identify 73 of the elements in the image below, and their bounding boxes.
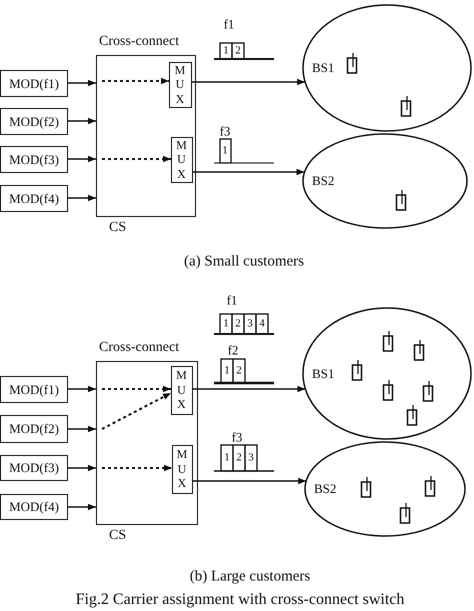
arrow (68, 80, 96, 86)
station-label: BS2 (314, 481, 336, 497)
modulator-label: MOD(f1) (9, 76, 59, 92)
dashed-arrow (102, 386, 171, 392)
station-label: BS1 (312, 366, 334, 382)
switch-label: CS (109, 528, 126, 544)
slot-number: 1 (223, 46, 229, 56)
station-label: BS2 (312, 173, 334, 189)
panel-caption: (b) Large customers (190, 570, 310, 584)
arrow (68, 504, 96, 510)
modulator-label: MOD(f2) (9, 114, 59, 130)
slot-number: 3 (247, 318, 253, 330)
slot-number: 1 (224, 366, 230, 376)
modulator-label: MOD(f3) (9, 460, 59, 476)
dashed-arrow (102, 156, 171, 162)
multiplexer-label: MUX (174, 62, 186, 106)
dashed-arrow (102, 392, 172, 430)
arrow (68, 386, 96, 392)
frequency-label: f2 (228, 344, 238, 356)
arrow (193, 386, 306, 392)
modulator-label: MOD(f4) (9, 190, 59, 206)
station-label: BS1 (312, 60, 334, 76)
multiplexer-box (170, 136, 192, 182)
modulator-box (0, 108, 68, 135)
arrow (193, 168, 305, 176)
frequency-label: f3 (232, 430, 242, 444)
modulator-box (0, 70, 68, 97)
modulator-box (0, 455, 68, 481)
panel-caption: (a) Small customers (184, 254, 304, 270)
multiplexer-label: MUX (176, 368, 188, 412)
multiplexer-label: MUX (176, 138, 188, 182)
base-station-cell (304, 441, 466, 537)
dashed-arrow (102, 78, 169, 84)
frequency-label: f3 (220, 124, 230, 138)
figure-caption: Fig.2 Carrier assignment with cross-connect switch (76, 592, 404, 608)
arrow (68, 156, 96, 162)
base-station-cell (302, 4, 472, 132)
modulator-box (0, 376, 68, 403)
slot-number: 2 (236, 366, 242, 376)
slot-number: 1 (224, 452, 230, 464)
arrow (192, 78, 306, 86)
modulator-label: MOD(f4) (9, 499, 59, 515)
slot-number: 2 (235, 46, 241, 56)
slot-number: 4 (259, 318, 265, 330)
modulator-label: MOD(f2) (9, 421, 59, 437)
multiplexer-box (172, 444, 192, 494)
multiplexer-box (170, 366, 192, 414)
switch-label: CS (109, 220, 126, 236)
multiplexer-box (168, 62, 192, 108)
multiplexer-label: MUX (176, 447, 188, 491)
slot-number: 1 (222, 146, 228, 156)
arrow (68, 194, 96, 202)
modulator-box (0, 185, 68, 212)
arrow (68, 426, 96, 432)
modulator-box (0, 146, 68, 173)
modulator-label: MOD(f3) (9, 152, 59, 168)
slot-number: 2 (235, 318, 241, 330)
modulator-box (0, 415, 68, 443)
switch-title: Cross-connect (99, 34, 180, 50)
arrow (68, 464, 96, 472)
base-station-cell (302, 307, 472, 440)
frequency-label: f1 (226, 294, 238, 306)
slot-number: 3 (248, 452, 254, 464)
modulator-label: MOD(f1) (9, 382, 59, 398)
dashed-arrow (102, 464, 172, 472)
arrow (193, 478, 306, 484)
frequency-label: f1 (224, 18, 234, 30)
arrow (68, 118, 96, 124)
slot-number: 2 (236, 452, 242, 464)
modulator-box (0, 494, 68, 520)
switch-title: Cross-connect (99, 340, 180, 356)
base-station-cell (302, 133, 468, 229)
slot-number: 1 (223, 318, 229, 330)
